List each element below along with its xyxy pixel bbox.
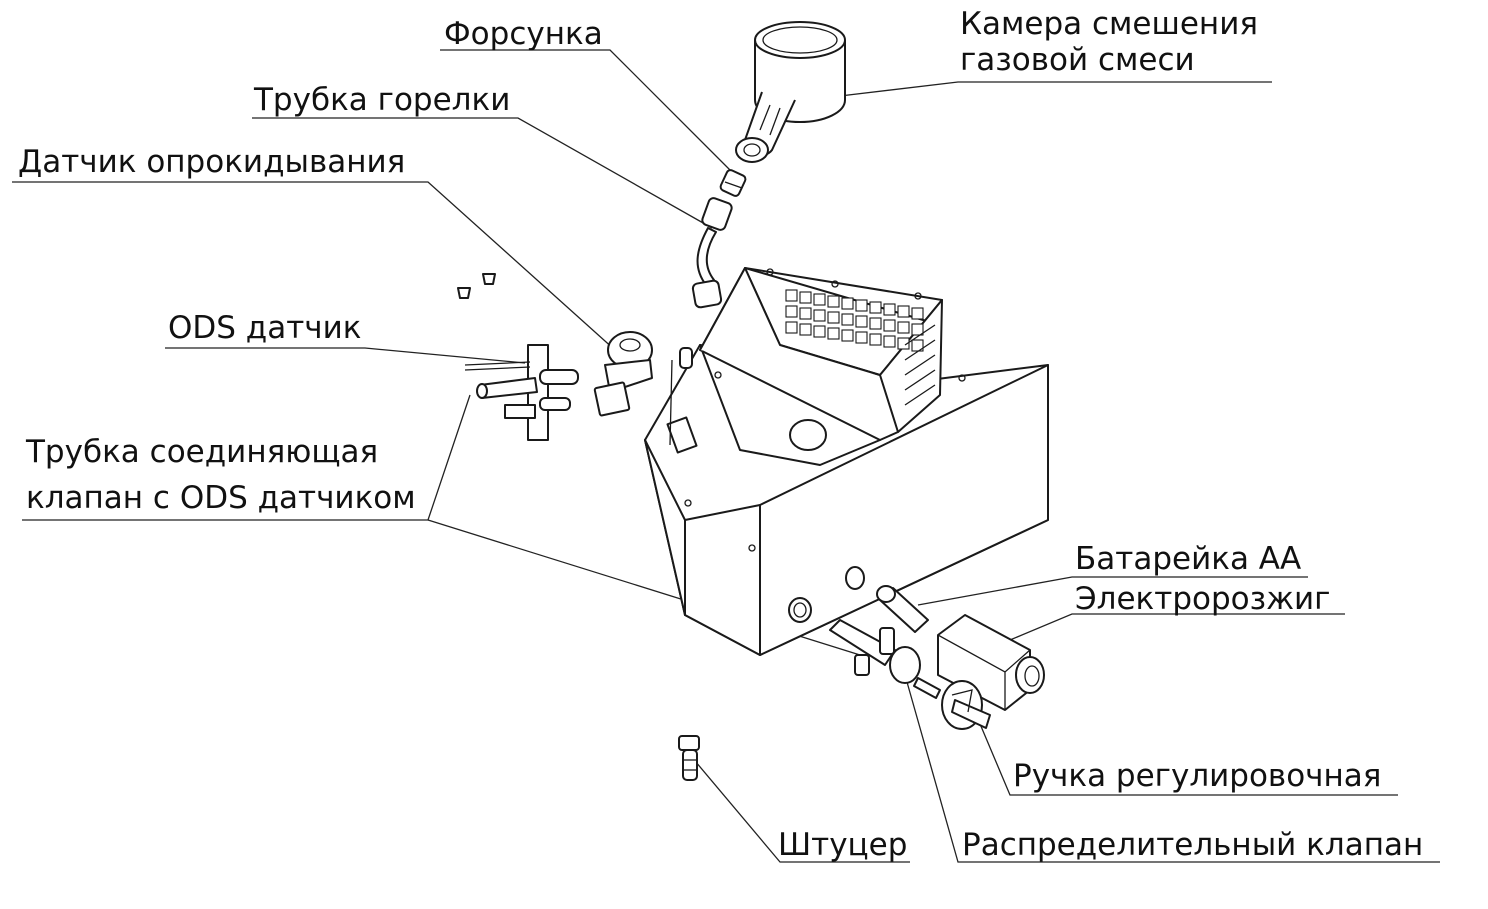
label-distribution-valve: Распределительный клапан: [962, 827, 1423, 863]
label-nozzle: Форсунка: [444, 16, 603, 52]
label-ods-sensor: ODS датчик: [168, 310, 361, 346]
label-battery: Батарейка АА: [1075, 541, 1301, 577]
knob-icon: [941, 680, 991, 730]
leader-igniter: [1009, 613, 1345, 641]
screw-icons: [457, 273, 496, 299]
label-burner-tube: Трубка горелки: [253, 82, 510, 118]
ods-sensor-icon: [464, 344, 579, 441]
labels: Форсунка Камера смешения газовой смеси Т…: [18, 6, 1423, 863]
distribution-valve-icon: [829, 619, 941, 699]
burner-tube-icon: [691, 197, 733, 309]
burner-grid-icon: [699, 267, 943, 441]
leader-fitting: [689, 754, 910, 863]
label-connecting-tube-line1: Трубка соединяющая: [25, 434, 378, 470]
fitting-icon: [678, 735, 700, 781]
leader-mixing-chamber: [839, 81, 1272, 97]
burner-grid-holes: [785, 289, 924, 352]
label-fitting: Штуцер: [778, 827, 907, 863]
leader-ods-sensor: [165, 347, 526, 364]
mixing-chamber-icon: [735, 21, 846, 163]
label-tilt-sensor: Датчик опрокидывания: [18, 144, 405, 180]
leader-burner-tube: [252, 117, 713, 229]
leader-lines: [12, 49, 1440, 863]
nozzle-icon: [719, 169, 747, 197]
label-mixing-chamber-line1: Камера смешения: [960, 6, 1258, 42]
housing-icon: [644, 344, 1049, 656]
leader-knob: [974, 711, 1398, 796]
leader-battery: [917, 576, 1308, 606]
leader-distribution-valve: [904, 674, 1440, 863]
label-connecting-tube-line2: клапан с ODS датчиком: [26, 480, 416, 516]
label-igniter: Электророзжиг: [1075, 581, 1330, 617]
tilt-sensor-icon: [593, 331, 653, 417]
leader-nozzle: [440, 49, 736, 176]
leader-tilt-sensor: [12, 181, 616, 351]
battery-icon: [876, 585, 929, 633]
label-knob: Ручка регулировочная: [1013, 758, 1381, 794]
label-mixing-chamber-line2: газовой смеси: [960, 42, 1195, 78]
